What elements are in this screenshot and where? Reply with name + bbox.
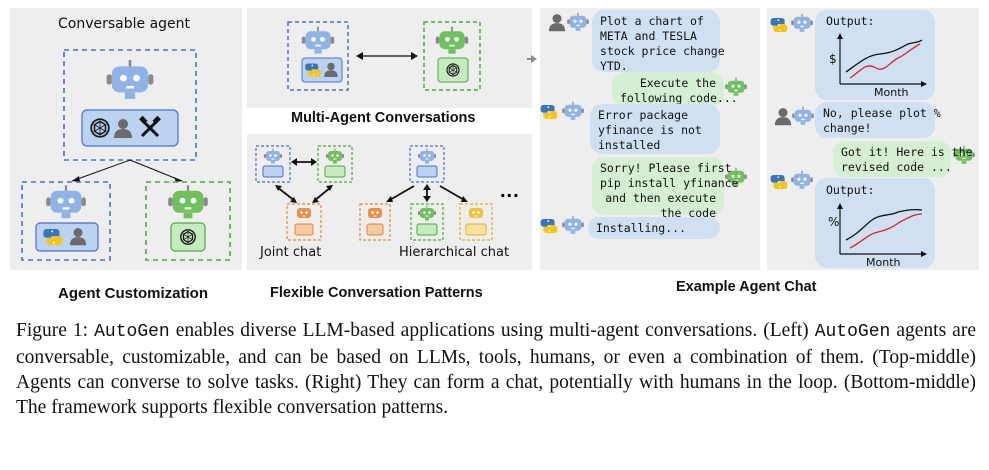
- caption-part-2: enables diverse LLM-based applications u…: [169, 320, 815, 341]
- flow-arrow: [527, 55, 537, 63]
- output-label-1: Output:: [826, 14, 875, 28]
- figure-caption: Figure 1: AutoGen enables diverse LLM-ba…: [16, 318, 976, 420]
- chart1-xlabel: Month: [874, 86, 909, 99]
- chat-message-fix: Sorry! Please first pip install yfinance…: [592, 157, 738, 220]
- example-agent-chat-label: Example Agent Chat: [676, 279, 817, 295]
- capabilities-card: [81, 109, 179, 147]
- agent-customization-label: Agent Customization: [58, 285, 208, 302]
- output-chart-1: [837, 33, 927, 87]
- chat-message-error: Error package yfinance is not installed: [590, 104, 720, 154]
- output-chart-2: [837, 203, 927, 257]
- series-line-red: [849, 213, 923, 249]
- caption-code-2: AutoGen: [814, 322, 891, 342]
- joint-chat-label: Joint chat: [260, 245, 322, 260]
- chat-message-user-request: Plot a chart of META and TESLA stock pri…: [592, 10, 725, 73]
- multi-agent-panel: [247, 8, 532, 108]
- patterns-diagram: [255, 145, 493, 241]
- ellipsis-text: ...: [500, 180, 520, 202]
- conversable-agent-title: Conversable agent: [58, 16, 191, 32]
- chart1-ylabel: $: [829, 52, 837, 66]
- series-line-red: [849, 43, 921, 79]
- output-bubble-2: [815, 178, 935, 268]
- multi-agent-conversations-label: Multi-Agent Conversations: [291, 110, 476, 126]
- left-diagram: [21, 49, 231, 261]
- series-line-black: [845, 208, 923, 241]
- chat-message-plot-percent: No, please plot % change!: [815, 102, 941, 138]
- multi-agent-diagram: [287, 21, 481, 91]
- chat-message-execute-code: Execute the following code...: [612, 72, 738, 106]
- chat-message-revised: Got it! Here is the revised code ...: [833, 141, 973, 177]
- chart2-ylabel: %: [828, 215, 840, 229]
- flexible-patterns-label: Flexible Conversation Patterns: [270, 285, 483, 301]
- hierarchical-chat-label: Hierarchical chat: [399, 245, 510, 260]
- python-human-agent-box: [21, 181, 111, 261]
- caption-code-1: AutoGen: [94, 322, 170, 342]
- chart2-xlabel: Month: [866, 256, 901, 269]
- series-line-black: [845, 39, 923, 73]
- tools-icon: [139, 115, 161, 138]
- chat-message-installing: Installing...: [588, 217, 720, 239]
- output-label-2: Output:: [826, 183, 875, 197]
- caption-part-3: agents are conversable, customizable, an…: [16, 320, 976, 418]
- caption-part-1: Figure 1:: [16, 320, 95, 341]
